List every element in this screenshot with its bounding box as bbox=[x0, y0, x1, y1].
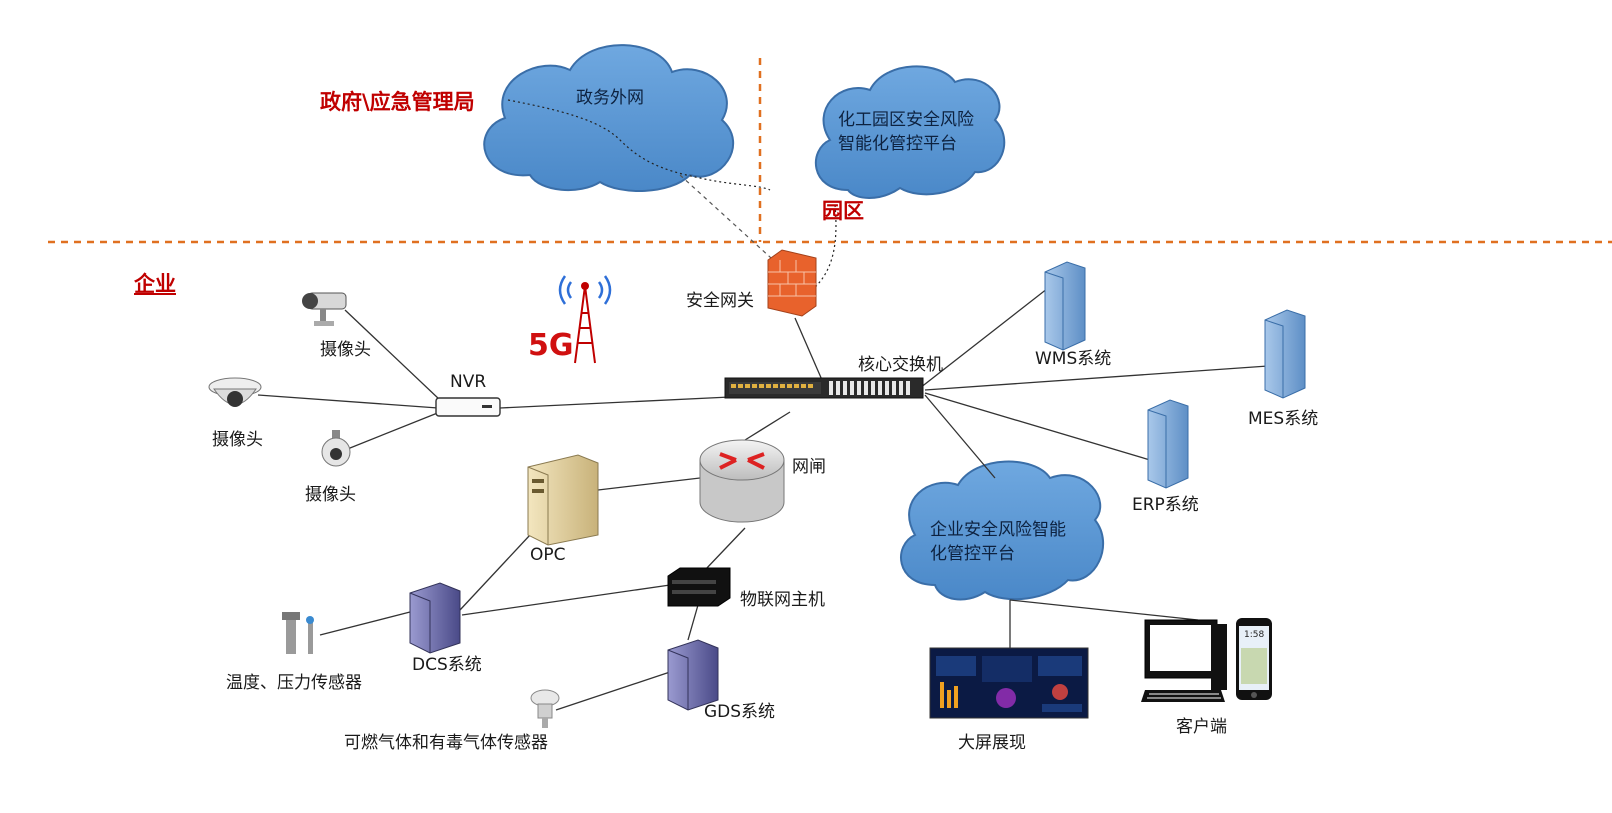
mes-server-icon bbox=[1264, 309, 1306, 399]
big-screen-icon bbox=[929, 647, 1089, 719]
park-platform-label-1: 化工园区安全风险 bbox=[838, 110, 974, 130]
sensor-probe-icon bbox=[282, 612, 314, 654]
firewall-icon bbox=[767, 249, 817, 317]
erp-label: ERP系统 bbox=[1132, 495, 1199, 515]
gas-sensor-label: 可燃气体和有毒气体传感器 bbox=[344, 733, 548, 753]
dcs-label: DCS系统 bbox=[412, 655, 482, 675]
phone-time-label: 1:58 bbox=[1244, 630, 1265, 640]
iot-host-label: 物联网主机 bbox=[740, 590, 825, 610]
camera-label-3: 摄像头 bbox=[305, 485, 356, 505]
client-pc-icon bbox=[1141, 619, 1227, 702]
dcs-server-icon bbox=[409, 582, 461, 654]
ent-platform-label-1: 企业安全风险智能 bbox=[930, 520, 1066, 540]
5g-label: 5G bbox=[528, 328, 574, 363]
opc-server-icon bbox=[527, 454, 599, 546]
camera-label-1: 摄像头 bbox=[320, 340, 371, 360]
connections bbox=[257, 284, 1269, 711]
big-screen-label: 大屏展现 bbox=[958, 733, 1026, 753]
park-platform-cloud bbox=[815, 65, 1006, 199]
temp-pressure-sensor-label: 温度、压力传感器 bbox=[226, 673, 362, 693]
core-switch-label: 核心交换机 bbox=[858, 355, 943, 375]
opc-label: OPC bbox=[530, 545, 566, 565]
mes-label: MES系统 bbox=[1248, 409, 1319, 429]
camera-label-2: 摄像头 bbox=[212, 430, 263, 450]
zone-label-enterprise: 企业 bbox=[134, 272, 176, 296]
gov-network-label: 政务外网 bbox=[576, 88, 644, 108]
nvr-label: NVR bbox=[450, 372, 487, 392]
nvr-icon bbox=[435, 397, 501, 417]
gatekeeper-label: 网闸 bbox=[792, 457, 826, 477]
wms-server-icon bbox=[1044, 261, 1086, 351]
gov-network-cloud bbox=[483, 44, 735, 193]
client-label: 客户端 bbox=[1176, 717, 1227, 737]
gateway-park-link bbox=[811, 204, 837, 291]
camera-icon bbox=[302, 292, 347, 326]
core-switch-icon bbox=[724, 377, 924, 399]
zone-label-park: 园区 bbox=[822, 199, 864, 223]
zone-label-government: 政府\应急管理局 bbox=[320, 90, 475, 114]
wms-label: WMS系统 bbox=[1035, 349, 1112, 369]
gds-label: GDS系统 bbox=[704, 702, 776, 722]
gatekeeper-icon bbox=[699, 439, 785, 523]
gov-gateway-link bbox=[507, 99, 771, 191]
enterprise-platform-cloud bbox=[900, 460, 1105, 601]
erp-server-icon bbox=[1147, 399, 1189, 489]
dome-camera-icon bbox=[208, 377, 262, 407]
gds-server-icon bbox=[667, 639, 719, 711]
gateway-gov-dashed bbox=[679, 174, 783, 269]
5g-tower-icon bbox=[558, 275, 612, 364]
phone-icon bbox=[1236, 618, 1272, 700]
ent-platform-label-2: 化管控平台 bbox=[930, 544, 1015, 564]
security-gateway-label: 安全网关 bbox=[686, 291, 754, 311]
ptz-camera-icon bbox=[321, 430, 351, 467]
park-platform-label-2: 智能化管控平台 bbox=[838, 134, 957, 154]
iot-host-icon bbox=[667, 567, 731, 607]
gas-sensor-icon bbox=[530, 689, 560, 728]
